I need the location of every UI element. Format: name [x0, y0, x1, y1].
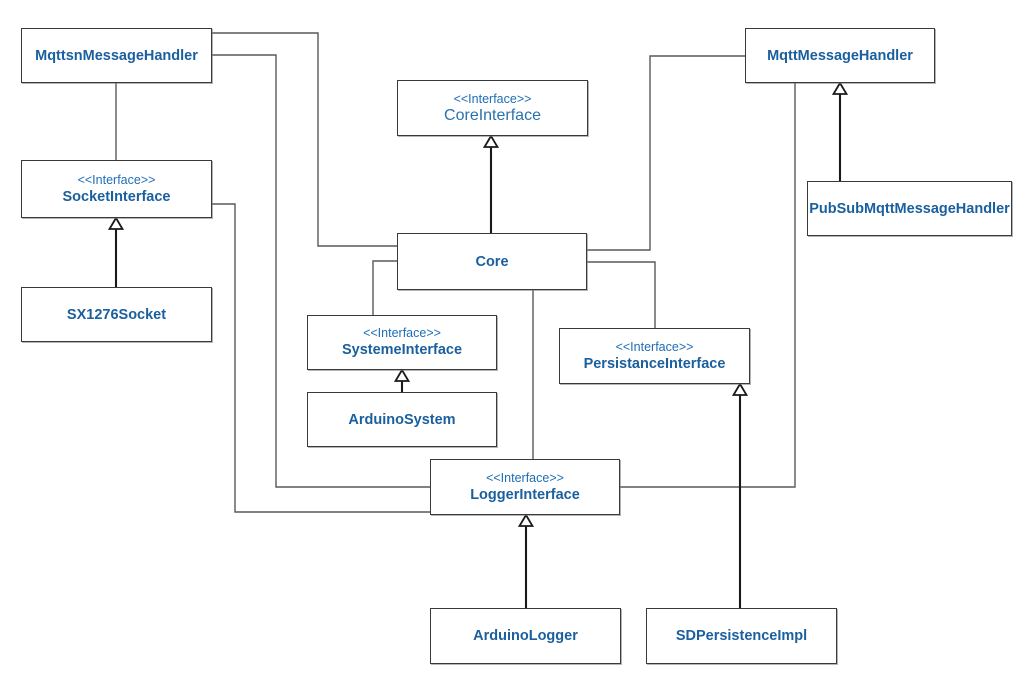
class-title-mqtt-message-handler: MqttMessageHandler — [767, 47, 913, 64]
inheritance-connectors — [107, 81, 849, 608]
class-stereotype-systeme-interface: <<Interface>> — [363, 326, 441, 340]
connector-path-mqttsn-to-loggerinterface — [211, 54, 431, 488]
class-box-core-interface[interactable]: <<Interface>>CoreInterface — [397, 80, 588, 136]
class-box-logger-interface[interactable]: <<Interface>>LoggerInterface — [430, 459, 620, 515]
connector-path-core-to-systeme — [372, 260, 398, 316]
inheritance-arrowhead-inh-pubsub-to-mqtthandler — [831, 81, 849, 95]
connector-path-core-to-persistance — [586, 261, 656, 329]
class-title-sd-persistence-impl: SDPersistenceImpl — [675, 628, 808, 644]
class-title-arduino-system: ArduinoSystem — [348, 411, 456, 428]
inheritance-arrowhead-inh-core-to-coreinterface — [482, 134, 500, 148]
class-box-mqtt-message-handler[interactable]: MqttMessageHandler — [745, 28, 935, 83]
inheritance-arrowhead-inh-arduinologger-to-logger — [517, 513, 535, 527]
class-stereotype-logger-interface: <<Interface>> — [486, 470, 564, 485]
class-box-core[interactable]: Core — [397, 233, 587, 290]
class-box-persistance-interface[interactable]: <<Interface>>PersistanceInterface — [559, 328, 750, 384]
class-title-core-interface: CoreInterface — [444, 106, 541, 124]
connector-path-mqttsn-to-core — [211, 32, 398, 247]
class-title-persistance-interface: PersistanceInterface — [583, 355, 726, 372]
class-title-arduino-logger: ArduinoLogger — [473, 628, 578, 644]
class-box-mqttsn-message-handler[interactable]: MqttsnMessageHandler — [21, 28, 212, 83]
class-title-core: Core — [475, 253, 509, 270]
class-box-sx1276-socket[interactable]: SX1276Socket — [21, 287, 212, 342]
class-title-mqttsn-message-handler: MqttsnMessageHandler — [35, 47, 198, 64]
inheritance-arrowhead-inh-arduinosystem-to-systeme — [393, 368, 411, 382]
class-box-pubsub-mqtt-message-handler[interactable]: PubSubMqttMessageHandler — [807, 181, 1012, 236]
class-box-sd-persistence-impl[interactable]: SDPersistenceImpl — [646, 608, 837, 664]
class-title-logger-interface: LoggerInterface — [470, 486, 580, 503]
inheritance-arrowhead-inh-sdpersistence-to-persist — [731, 382, 749, 396]
association-connectors — [115, 32, 796, 513]
class-title-pubsub-mqtt-message-handler: PubSubMqttMessageHandler — [809, 200, 1010, 217]
class-title-socket-interface: SocketInterface — [62, 188, 171, 205]
class-box-arduino-system[interactable]: ArduinoSystem — [307, 392, 497, 447]
class-title-systeme-interface: SystemeInterface — [341, 342, 463, 358]
connector-path-socketinterface-to-logger — [211, 203, 431, 513]
class-stereotype-core-interface: <<Interface>> — [453, 91, 532, 106]
connector-path-core-to-mqttmessagehandler — [586, 55, 746, 251]
connector-path-mqtt-to-logger — [619, 82, 796, 488]
class-stereotype-socket-interface: <<Interface>> — [77, 172, 156, 187]
class-box-arduino-logger[interactable]: ArduinoLogger — [430, 608, 621, 664]
inheritance-arrowhead-inh-sx1276-to-socketinterface — [107, 216, 125, 230]
class-box-systeme-interface[interactable]: <<Interface>> SystemeInterface — [307, 315, 497, 370]
class-stereotype-persistance-interface: <<Interface>> — [615, 339, 694, 354]
class-title-sx1276-socket: SX1276Socket — [66, 306, 167, 323]
class-box-socket-interface[interactable]: <<Interface>>SocketInterface — [21, 160, 212, 218]
